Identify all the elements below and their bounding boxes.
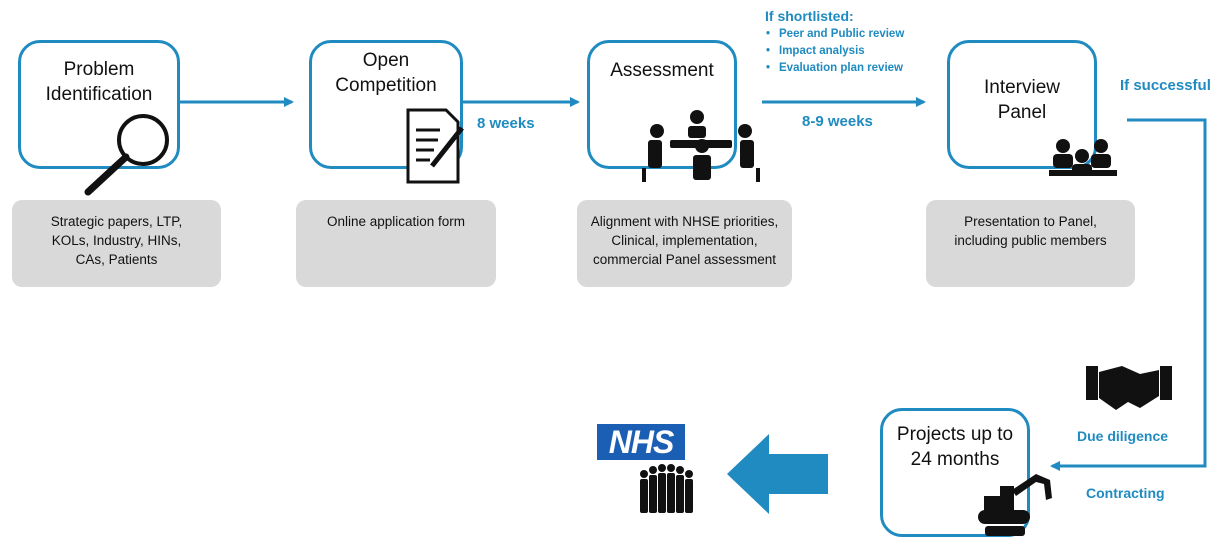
step-1-note-line: KOLs, Industry, HINs, (51, 233, 182, 248)
step-3-note-line: commercial Panel assessment (592, 252, 777, 267)
step-4-title-line2: Panel (997, 102, 1047, 123)
shortlist-item: Peer and Public review (766, 26, 904, 43)
shortlist-item: Impact analysis (766, 43, 904, 60)
step-2-title-line1: Open (362, 50, 410, 71)
step-interview-panel (947, 40, 1097, 169)
connector-label-contracting: Contracting (1086, 485, 1165, 501)
step-4-note-line: Presentation to Panel, (964, 214, 1097, 229)
step-4-note: Presentation to Panel, including public … (926, 200, 1135, 287)
step-2-note-line: Online application form (326, 214, 466, 229)
step-1-title: Problem Identification (18, 57, 180, 107)
shortlist-block: If shortlisted: Peer and Public review I… (765, 8, 904, 77)
step-2-title: Open Competition (309, 48, 463, 98)
step-1-title-line2: Identification (45, 84, 153, 105)
shortlist-list: Peer and Public review Impact analysis E… (765, 26, 904, 77)
step-3-note-line: Alignment with NHSE priorities, (590, 214, 779, 229)
step-2-note: Online application form (296, 200, 496, 287)
step-3-note-line: Clinical, implementation, (611, 233, 758, 248)
connector-label-due-diligence: Due diligence (1077, 428, 1169, 444)
step-1-title-line1: Problem (63, 59, 135, 80)
step-4-title: Interview Panel (947, 75, 1097, 125)
step-4-note-line: including public members (954, 233, 1107, 248)
connector-label-8-9-weeks: 8-9 weeks (802, 113, 873, 130)
step-3-title-line1: Assessment (610, 60, 714, 81)
step-3-title: Assessment (587, 58, 737, 83)
connector-label-if-successful: If successful (1120, 77, 1211, 94)
step-1-note: Strategic papers, LTP, KOLs, Industry, H… (12, 200, 221, 287)
step-5-title: Projects up to 24 months (880, 422, 1030, 472)
step-5-title-line2: 24 months (910, 449, 1000, 470)
connector-label-8-weeks: 8 weeks (477, 115, 535, 132)
nhs-logo: NHS (597, 424, 685, 460)
step-5-title-line1: Projects up to (896, 424, 1014, 445)
step-3-note: Alignment with NHSE priorities, Clinical… (577, 200, 792, 287)
arrow-interview-to-projects (1050, 118, 1207, 471)
step-4-title-line1: Interview (983, 77, 1061, 98)
shortlist-item: Evaluation plan review (766, 60, 904, 77)
step-1-note-line: CAs, Patients (75, 252, 158, 267)
step-1-note-line: Strategic papers, LTP, (50, 214, 183, 229)
step-2-title-line2: Competition (335, 75, 437, 96)
shortlist-heading: If shortlisted: (765, 8, 854, 24)
big-left-arrow-icon (727, 434, 828, 514)
